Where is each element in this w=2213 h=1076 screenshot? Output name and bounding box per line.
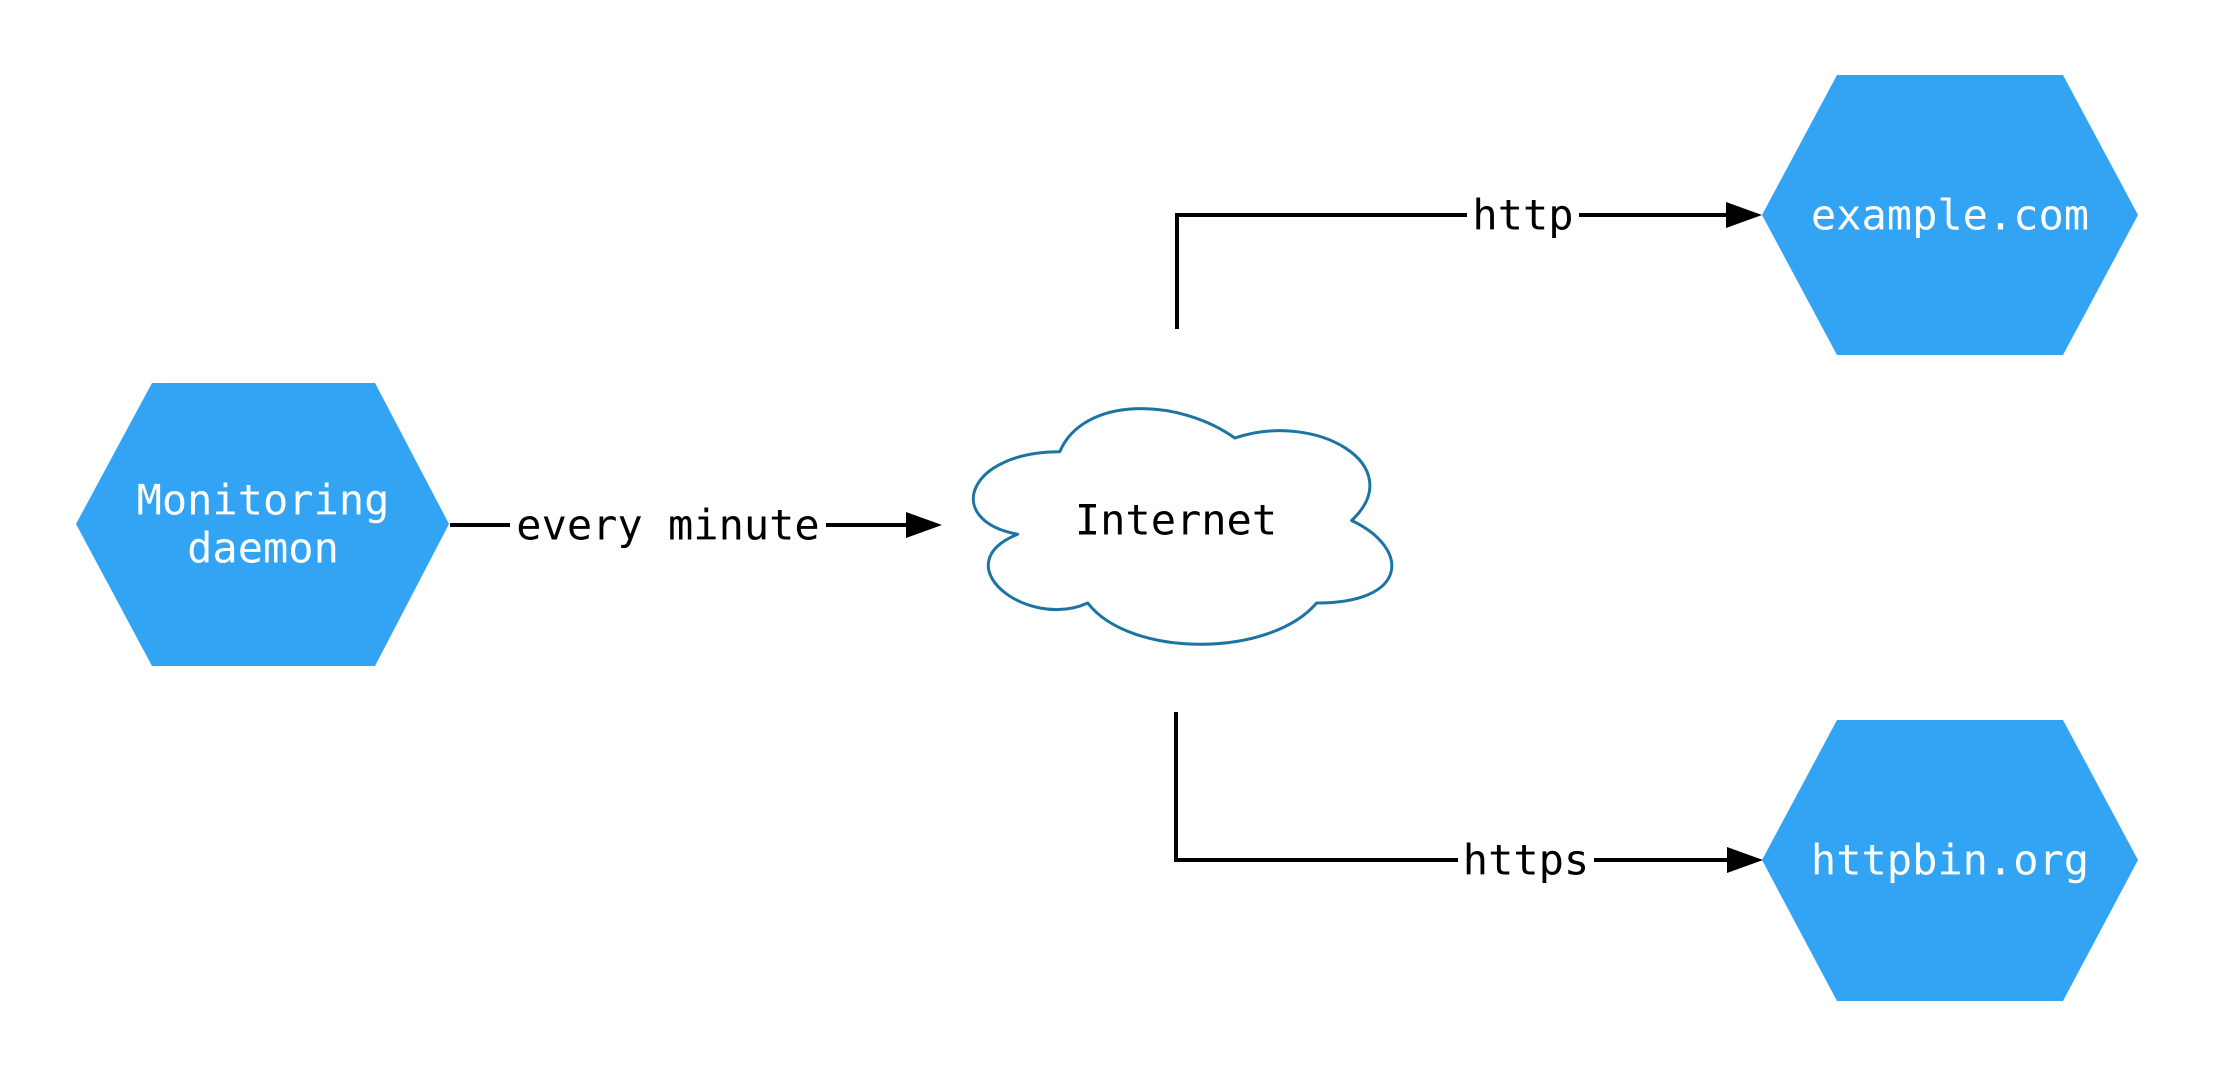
- edge-every-minute: every minute: [450, 498, 942, 552]
- edge-http-line: [1175, 213, 1728, 329]
- hexagon-shape-httpbin-org: [1762, 720, 2138, 1001]
- node-example-com: example.com: [1762, 75, 2138, 355]
- edge-http-label: http: [1472, 191, 1573, 240]
- hexagon-shape-example-com: [1762, 75, 2138, 355]
- edge-https: https: [1174, 712, 1763, 887]
- edge-every-minute-label-bg: [510, 498, 826, 552]
- node-internet: Internet: [972, 407, 1394, 646]
- edge-http-label-bg: [1467, 188, 1579, 242]
- edge-https-label-bg: [1458, 833, 1594, 887]
- hexagon-shape-monitoring-daemon: [76, 383, 449, 666]
- node-httpbin-org-label: httpbin.org: [1811, 836, 2089, 885]
- node-monitoring-daemon: Monitoring daemon: [76, 383, 449, 666]
- cloud-shape-internet: [972, 407, 1394, 646]
- arrowhead-http-icon: [1726, 202, 1762, 228]
- arrowhead-https-icon: [1727, 847, 1763, 873]
- edge-http: http: [1175, 188, 1762, 329]
- edge-https-line: [1174, 712, 1729, 862]
- node-internet-label: Internet: [1075, 496, 1277, 545]
- node-example-com-label: example.com: [1811, 191, 2089, 240]
- node-httpbin-org: httpbin.org: [1762, 720, 2138, 1001]
- edge-every-minute-label: every minute: [516, 501, 819, 550]
- node-monitoring-daemon-label-line1: Monitoring: [137, 476, 390, 525]
- arrowhead-every-minute-icon: [906, 512, 942, 538]
- node-monitoring-daemon-label-line2: daemon: [187, 524, 339, 573]
- edge-https-label: https: [1463, 836, 1589, 885]
